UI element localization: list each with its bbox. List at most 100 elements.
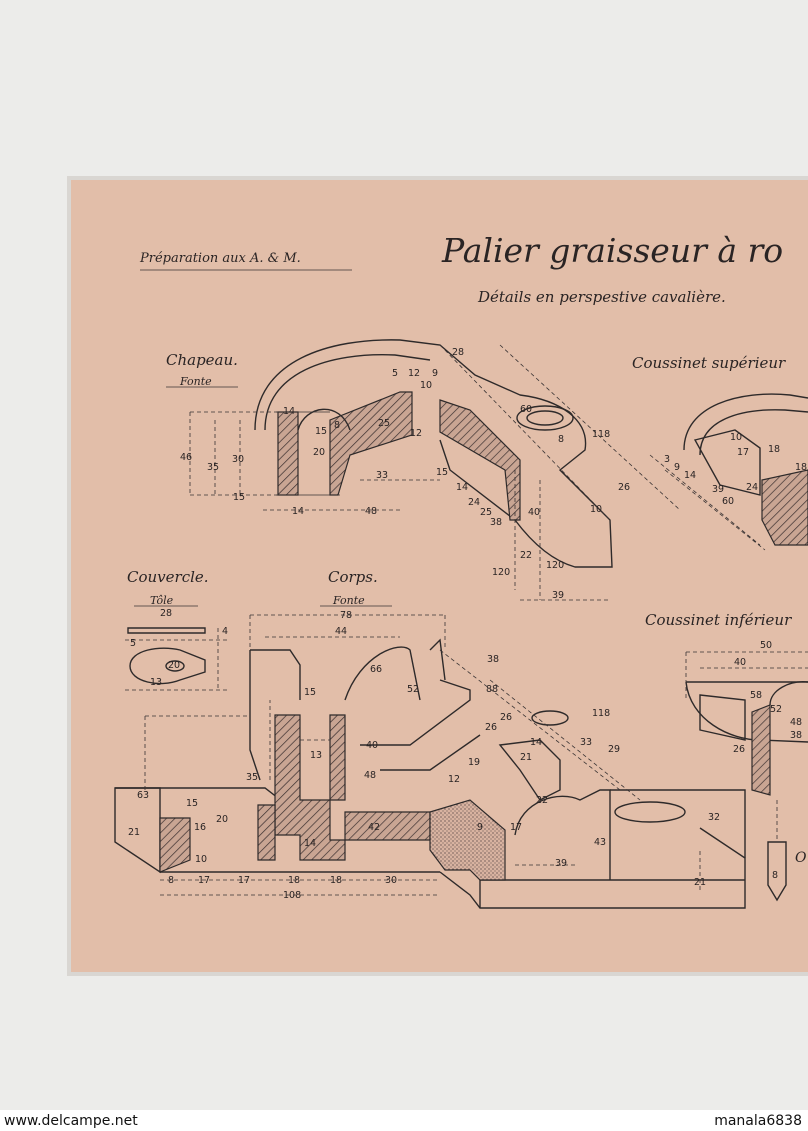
- corps-oil-hole: [531, 710, 569, 726]
- corps-dim-24: 9: [477, 822, 483, 833]
- cs-dim-5: 3: [664, 454, 670, 465]
- corps-dim-1: 44: [335, 626, 347, 637]
- corps-dim-5: 38: [487, 654, 499, 665]
- sheet-subtitle: Détails en perspestive cavalière.: [477, 288, 726, 306]
- chapeau-dim-18: 38: [490, 517, 502, 528]
- corps-dim-9: 26: [485, 722, 497, 733]
- chapeau-dim-28: 60: [520, 404, 532, 415]
- corps-part: Corps. Fonte: [114, 568, 746, 909]
- corps-dim-12: 33: [580, 737, 592, 748]
- chapeau-dim-15: 14: [456, 482, 468, 493]
- cs-dim-4: 24: [746, 482, 758, 493]
- chapeau-dim-20: 40: [528, 507, 540, 518]
- watermark-site: www.delcampe.net: [4, 1113, 138, 1129]
- cv-dim-0: 28: [160, 608, 172, 619]
- couvercle-part: Couvercle. Tôle: [125, 568, 230, 691]
- corps-dim-diagonal: [439, 649, 701, 890]
- coussinet-sup-outer-arch: [683, 393, 808, 451]
- coussinet-sup-section: [761, 469, 808, 546]
- coussinet-inf-bore: [769, 681, 808, 706]
- corps-dim-36: 18: [330, 875, 342, 886]
- coussinet-sup-dim-lines: [649, 454, 766, 551]
- corps-dim-left: [144, 715, 250, 790]
- chapeau-dim-29: 15: [315, 426, 327, 437]
- corps-dim-11: 14: [530, 737, 542, 748]
- cv-dim-1: 5: [130, 638, 136, 649]
- chapeau-oil-hole-inner: [526, 410, 564, 426]
- corps-dim-40: 42: [368, 822, 380, 833]
- couvercle-material: Tôle: [150, 594, 174, 607]
- cropped-letter: O: [795, 850, 807, 866]
- corps-dim-28: 39: [555, 858, 567, 869]
- corps-oil-cup: [498, 739, 561, 801]
- ci-dim-0: 50: [760, 640, 772, 651]
- chapeau-dim-2: 12: [408, 368, 420, 379]
- chapeau-bore: [297, 408, 351, 431]
- cs-dim-6: 9: [674, 462, 680, 473]
- corps-section-foot-left: [159, 817, 191, 873]
- corps-dim-41: 32: [708, 812, 720, 823]
- chapeau-dim-3: 9: [432, 368, 438, 379]
- chapeau-dim-10: 15: [233, 492, 245, 503]
- corps-dim-13: 40: [366, 740, 378, 751]
- coussinet-superieur-part: Coussinet supérieur: [632, 354, 808, 551]
- sheet-title: Palier graisseur à ro: [441, 231, 783, 270]
- corps-section-dotted: [429, 799, 506, 881]
- chapeau-dim-21: 10: [590, 504, 602, 515]
- corps-dim-27: 43: [594, 837, 606, 848]
- chapeau-section-left: [277, 411, 299, 496]
- chapeau-dim-4: 10: [420, 380, 432, 391]
- chapeau-label: Chapeau.: [166, 351, 238, 369]
- corps-saddle-lower: [380, 734, 481, 771]
- chapeau-dim-1: 5: [392, 368, 398, 379]
- chapeau-section-center: [329, 391, 413, 496]
- cv-dim-4: 13: [150, 677, 162, 688]
- chapeau-dim-7: 46: [180, 452, 192, 463]
- corps-dim-4: 15: [304, 687, 316, 698]
- chapeau-dim-24: 120: [546, 560, 564, 571]
- ci-dim-2: 58: [750, 690, 762, 701]
- corps-dim-22: 16: [194, 822, 206, 833]
- corps-dim-38: 108: [283, 890, 301, 901]
- corps-dim-0: 78: [340, 610, 352, 621]
- chapeau-outline: [254, 339, 613, 568]
- ci-dim-5: 38: [790, 730, 802, 741]
- coussinet-superieur-label: Coussinet supérieur: [632, 354, 786, 372]
- corps-dim-18: 19: [468, 757, 480, 768]
- corps-dim-31: 63: [137, 790, 149, 801]
- corps-dim-8: 26: [500, 712, 512, 723]
- cs-dim-7: 14: [684, 470, 696, 481]
- corps-bearing-seat: [514, 789, 611, 880]
- chapeau-arch-inner: [264, 354, 431, 431]
- corps-dim-6: 88: [486, 684, 498, 695]
- corps-dim-19: 21: [520, 752, 532, 763]
- corps-dim-34: 17: [238, 875, 250, 886]
- chapeau-material: Fonte: [179, 375, 212, 388]
- corps-bolt-slot: [614, 801, 686, 823]
- coussinet-inf-section: [751, 704, 771, 796]
- chapeau-dim-0: 28: [452, 347, 464, 358]
- chapeau-dim-11: 14: [292, 506, 304, 517]
- chapeau-edges: [276, 411, 340, 496]
- corps-dim-25: 17: [510, 822, 522, 833]
- corps-material: Fonte: [332, 594, 365, 607]
- corps-dim-2: 66: [370, 664, 382, 675]
- chapeau-dim-13: 33: [376, 470, 388, 481]
- chapeau-dim-17: 25: [480, 507, 492, 518]
- cv-dim-2: 20: [168, 660, 180, 671]
- ci-dim-4: 48: [790, 717, 802, 728]
- corps-section-center: [274, 714, 431, 861]
- corps-dim-17: 12: [448, 774, 460, 785]
- chapeau-oil-hole: [516, 405, 574, 431]
- corps-dim-29: 10: [195, 854, 207, 865]
- corps-dim-23: 14: [304, 838, 316, 849]
- couvercle-plate-side: [127, 627, 206, 634]
- coussinet-inf-pin: [767, 841, 787, 902]
- corps-dim-15: 48: [364, 770, 376, 781]
- chapeau-dim-22: 22: [520, 550, 532, 561]
- cs-dim-2: 18: [795, 462, 807, 473]
- watermark-seller: manala6838: [714, 1113, 802, 1129]
- cs-dim-1: 17: [737, 447, 749, 458]
- chapeau-dim-9: 30: [232, 454, 244, 465]
